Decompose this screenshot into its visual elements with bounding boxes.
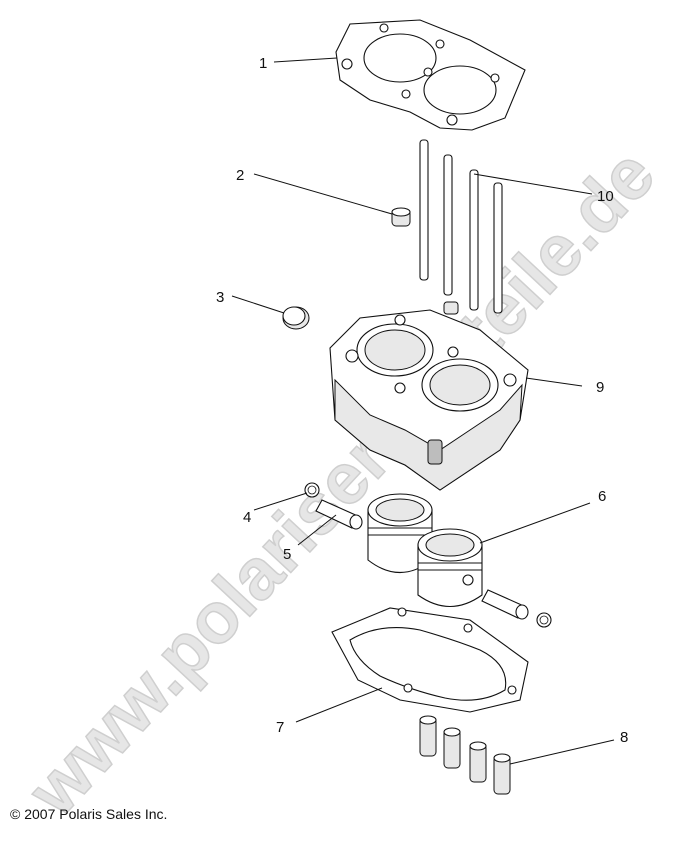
callout-5: 5: [283, 546, 291, 563]
base-gasket: [331, 607, 529, 713]
callout-8: 8: [620, 729, 628, 746]
copyright-notice: © 2007 Polaris Sales Inc.: [10, 806, 168, 822]
callout-6: 6: [598, 488, 606, 505]
plug: [282, 306, 310, 330]
dowel-sleeves: [419, 715, 511, 795]
callout-2: 2: [236, 167, 244, 184]
callout-1: 1: [259, 55, 267, 72]
callout-9: 9: [596, 379, 604, 396]
circlip-upper: [304, 482, 320, 498]
piston-pin: [315, 499, 363, 530]
pistons: [367, 493, 483, 607]
callout-leaders: [231, 57, 615, 765]
dowel-pin: [391, 207, 411, 227]
callout-10: 10: [597, 188, 614, 205]
piston-pin-lower: [481, 589, 552, 628]
cylinder-block: [329, 309, 529, 491]
callout-3: 3: [216, 289, 224, 306]
head-gasket-top: [335, 19, 526, 131]
watermark: www.polarisersatzteile.de: [13, 134, 671, 831]
callout-labels: 1 2 3 4 5 6 7 8 9 10: [216, 55, 628, 746]
block-dowel: [443, 301, 459, 315]
callout-7: 7: [276, 719, 284, 736]
cylinder-studs: [419, 139, 503, 314]
callout-4: 4: [243, 509, 251, 526]
